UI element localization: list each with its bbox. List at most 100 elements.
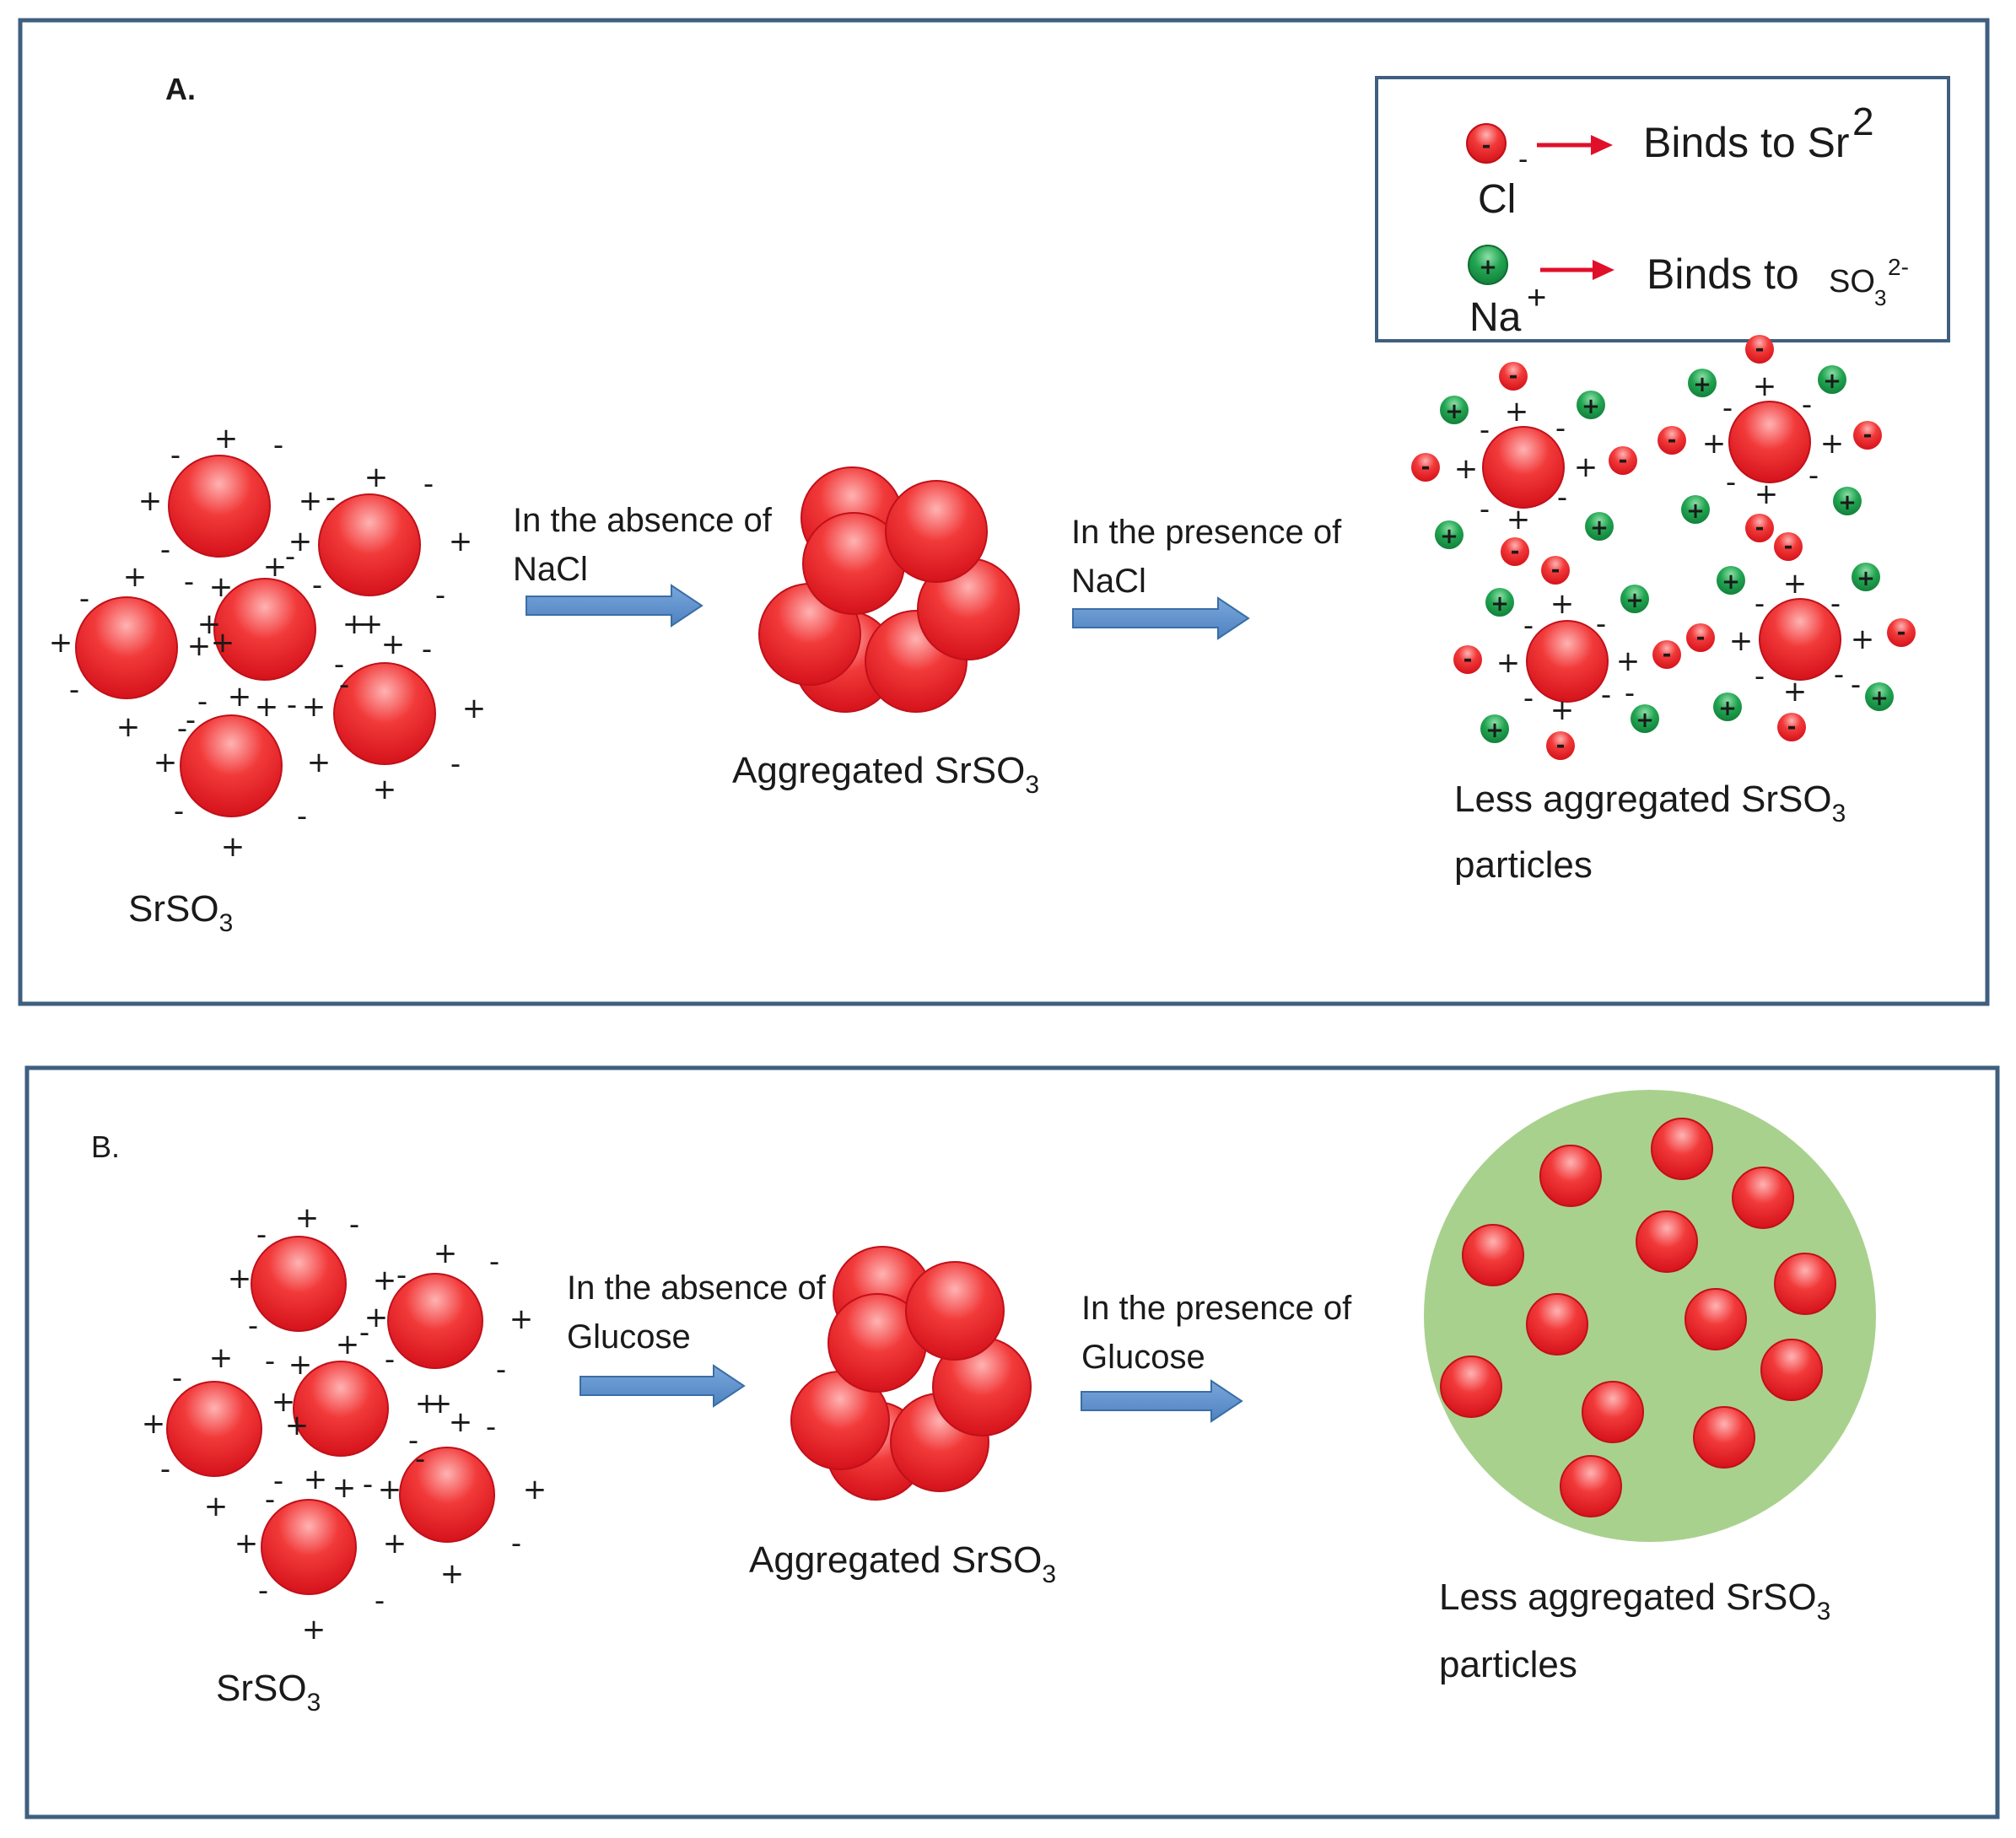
svg-text:+: + xyxy=(209,570,234,604)
svg-text:+: + xyxy=(1729,624,1754,658)
svg-text:-: - xyxy=(1555,412,1566,445)
svg-text:-: - xyxy=(297,800,307,833)
svg-text:+: + xyxy=(209,1341,234,1375)
svg-text:+: + xyxy=(1527,279,1546,316)
svg-text:+: + xyxy=(307,746,332,779)
svg-text:-: - xyxy=(1897,620,1906,645)
svg-text:+: + xyxy=(364,461,389,494)
svg-text:-: - xyxy=(489,1245,499,1279)
svg-text:+: + xyxy=(440,1557,465,1591)
svg-text:+: + xyxy=(142,1407,166,1441)
svg-text:+: + xyxy=(234,1527,259,1560)
panel-a-arrow2-line2: NaCl xyxy=(1071,563,1146,600)
panel-b-arrow-absence xyxy=(579,1364,746,1408)
svg-text:-: - xyxy=(197,685,208,719)
svg-text:-: - xyxy=(285,540,295,574)
svg-text:+: + xyxy=(373,773,397,806)
svg-text:+: + xyxy=(434,1237,458,1270)
svg-text:2-: 2- xyxy=(1888,254,1909,280)
svg-text:+: + xyxy=(1496,646,1521,680)
svg-text:-: - xyxy=(363,1468,373,1501)
svg-text:-: - xyxy=(1523,609,1534,643)
svg-text:-: - xyxy=(1787,714,1797,740)
svg-text:-: - xyxy=(184,565,194,599)
svg-text:-: - xyxy=(1509,364,1518,389)
svg-text:-: - xyxy=(1755,515,1765,541)
svg-text:-: - xyxy=(160,1453,170,1486)
svg-text:+: + xyxy=(373,1264,397,1297)
svg-text:-: - xyxy=(349,1208,359,1242)
svg-text:+: + xyxy=(1479,255,1497,280)
svg-text:-: - xyxy=(339,668,349,702)
panel-a-arrow2-line1: In the presence of xyxy=(1071,514,1342,551)
svg-text:+: + xyxy=(49,626,73,660)
svg-text:+: + xyxy=(1718,696,1737,721)
panel-b-arrow1-line1: In the absence of xyxy=(567,1269,827,1307)
svg-text:+: + xyxy=(1755,477,1779,511)
svg-text:-: - xyxy=(423,467,434,501)
svg-text:+: + xyxy=(1722,569,1740,595)
panel-b-label: B. xyxy=(91,1129,120,1164)
panel-b-middle-label: Aggregated SrSO3 xyxy=(749,1539,1056,1588)
panel-b-aggregated-cluster xyxy=(790,1246,1032,1501)
svg-text:-: - xyxy=(1619,448,1628,473)
svg-text:-: - xyxy=(450,747,461,781)
svg-text:+: + xyxy=(1445,399,1463,424)
panel-a-aggregated-cluster xyxy=(758,466,1020,713)
svg-text:-: - xyxy=(1863,423,1873,448)
svg-text:+: + xyxy=(302,690,326,724)
svg-text:-: - xyxy=(1463,647,1473,672)
panel-a-start-label: SrSO3 xyxy=(128,888,233,937)
svg-text:-: - xyxy=(186,703,196,737)
panel-b-arrow2-line1: In the presence of xyxy=(1081,1290,1352,1327)
svg-text:-: - xyxy=(265,1483,275,1517)
svg-text:+: + xyxy=(1838,490,1857,515)
svg-text:+: + xyxy=(1590,515,1609,541)
svg-text:-: - xyxy=(1421,455,1431,480)
svg-text:-: - xyxy=(1523,682,1534,715)
panel-b-start-label: SrSO3 xyxy=(216,1668,321,1717)
svg-text:+: + xyxy=(1485,718,1504,743)
svg-text:+: + xyxy=(1550,587,1575,621)
svg-text:+: + xyxy=(383,1527,407,1560)
svg-text:-: - xyxy=(359,1316,369,1350)
panel-b-arrow1-line2: Glucose xyxy=(567,1318,691,1356)
svg-text:-: - xyxy=(1696,625,1706,650)
svg-text:-: - xyxy=(160,533,170,567)
svg-text:+: + xyxy=(364,1301,389,1334)
svg-text:+: + xyxy=(332,1471,357,1505)
panel-b-end-label-line2: particles xyxy=(1439,1644,1577,1685)
svg-text:-: - xyxy=(408,1424,418,1458)
svg-text:+: + xyxy=(1490,591,1509,617)
svg-text:Binds to: Binds to xyxy=(1647,251,1799,298)
svg-text:-: - xyxy=(1808,459,1819,493)
svg-text:+: + xyxy=(214,422,239,455)
svg-text:+: + xyxy=(263,550,288,584)
svg-text:-: - xyxy=(1557,481,1567,515)
svg-text:-: - xyxy=(1480,493,1490,526)
svg-text:-: - xyxy=(422,633,432,666)
panel-a-arrow-presence xyxy=(1072,596,1250,640)
svg-text:+: + xyxy=(342,607,367,641)
svg-text:-: - xyxy=(69,673,79,707)
svg-text:+: + xyxy=(1582,394,1600,419)
svg-text:-: - xyxy=(385,1343,395,1377)
glucose-sphere xyxy=(1424,1090,1876,1542)
svg-text:+: + xyxy=(1870,686,1889,711)
panel-b-arrow2-line2: Glucose xyxy=(1081,1339,1205,1376)
legend-box: - Cl - Binds to Sr 2 + Na + Binds to SO … xyxy=(1375,76,1950,342)
svg-text:+: + xyxy=(1616,644,1641,678)
svg-text:-: - xyxy=(1830,587,1841,621)
panel-a-arrow1-line1: In the absence of xyxy=(513,502,773,539)
svg-text:+: + xyxy=(1857,566,1875,591)
svg-text:-: - xyxy=(273,1464,283,1498)
svg-text:+: + xyxy=(272,1385,296,1419)
svg-text:+: + xyxy=(116,710,141,744)
svg-text:+: + xyxy=(299,484,323,518)
panel-a-arrow-absence xyxy=(526,584,703,628)
svg-text:-: - xyxy=(256,1218,267,1252)
svg-text:+: + xyxy=(1851,623,1875,656)
svg-text:2: 2 xyxy=(1852,100,1874,143)
svg-text:-: - xyxy=(1668,428,1677,453)
